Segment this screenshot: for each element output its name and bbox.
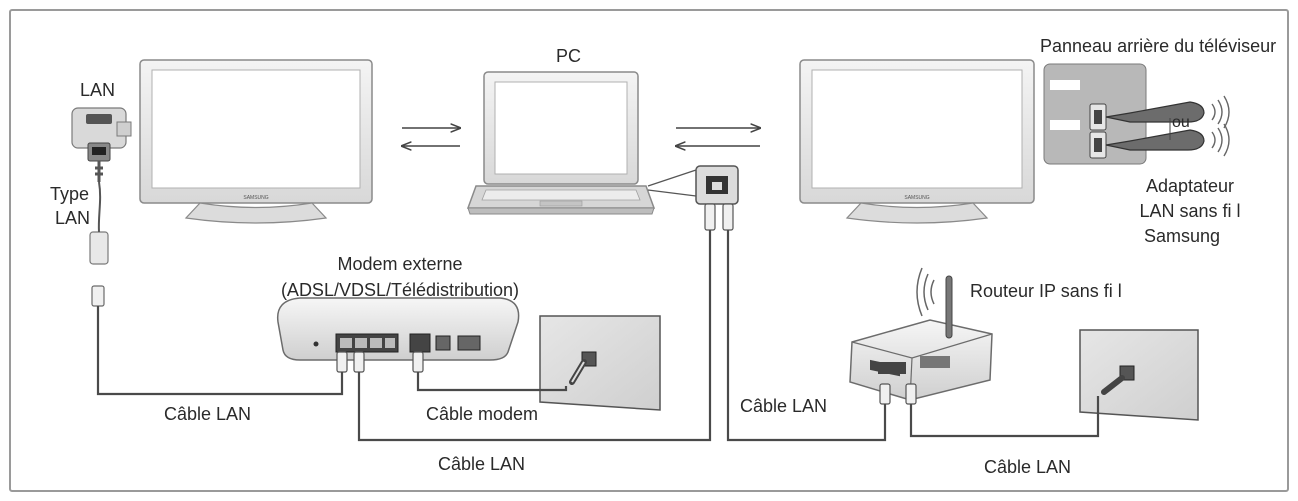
wireless-adapter-top <box>1105 95 1230 129</box>
label-pc: PC <box>556 46 581 66</box>
label-panel: Panneau arrière du téléviseur <box>1040 36 1276 56</box>
label-adapter-3: Samsung <box>1144 226 1220 246</box>
tv-right: SAMSUNG <box>799 59 1035 224</box>
label-adapter-2: LAN sans fi l <box>1139 201 1240 221</box>
label-cable-lan-bottom: Câble LAN <box>438 454 525 474</box>
label-modem-1: Modem externe <box>337 254 462 274</box>
wireless-adapter-bottom <box>1105 123 1230 157</box>
label-cable-modem: Câble modem <box>426 404 538 424</box>
label-ou: ou <box>1172 114 1190 131</box>
label-type-lan: LAN <box>55 208 90 228</box>
arrows-right <box>676 128 760 146</box>
tv-left-brand: SAMSUNG <box>243 195 268 201</box>
label-lan: LAN <box>80 80 115 100</box>
tv-left: SAMSUNG <box>139 59 373 224</box>
label-cable-lan-left: Câble LAN <box>164 404 251 424</box>
wireless-router <box>849 267 993 405</box>
label-modem-2: (ADSL/VDSL/Télédistribution) <box>281 280 519 300</box>
label-type: Type <box>50 184 89 204</box>
label-router: Routeur IP sans fi l <box>970 281 1122 301</box>
wall-outlet-left <box>539 315 661 411</box>
tv-back-panel <box>1043 63 1147 165</box>
label-adapter-1: Adaptateur <box>1146 176 1234 196</box>
lan-adapter-left <box>71 107 132 307</box>
pc-lan-port-zoom <box>647 165 739 231</box>
laptop-pc <box>466 71 656 215</box>
wall-outlet-right <box>1079 329 1199 421</box>
external-modem <box>276 297 520 373</box>
label-cable-lan-right: Câble LAN <box>984 457 1071 477</box>
cables <box>96 230 1100 442</box>
label-cable-lan-mid: Câble LAN <box>740 396 827 416</box>
arrows-left <box>402 128 460 146</box>
diagram-frame <box>9 9 1289 492</box>
tv-right-brand: SAMSUNG <box>904 195 929 201</box>
